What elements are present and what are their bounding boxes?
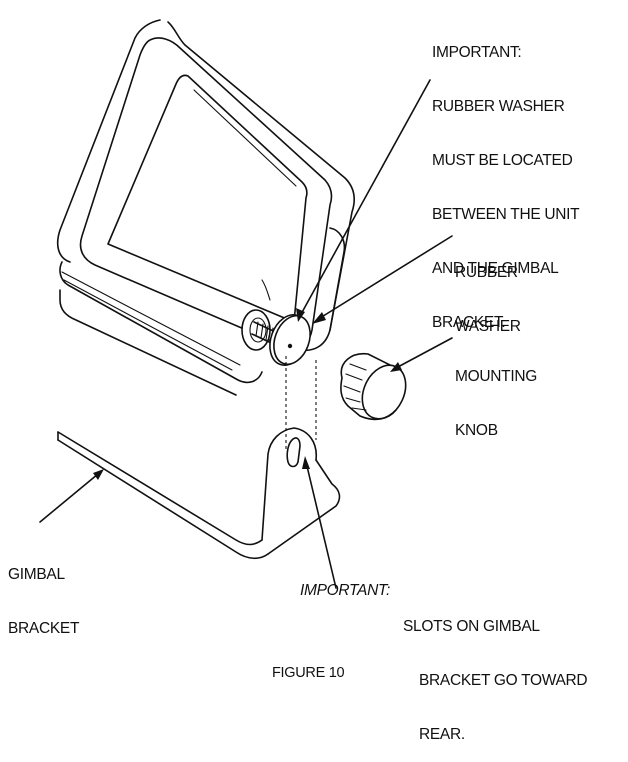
figure-caption: FIGURE 10	[272, 665, 345, 681]
note-line: REAR.	[419, 726, 465, 743]
label-line: GIMBAL	[8, 566, 65, 583]
important-note-slots: SLOTS ON GIMBAL BRACKET GO TOWARD REAR.	[403, 582, 588, 762]
note-line: SLOTS ON GIMBAL	[403, 618, 540, 635]
gimbal-bracket-label: GIMBAL BRACKET	[8, 530, 79, 656]
label-line: WASHER	[455, 318, 521, 335]
note-line: MUST BE LOCATED	[432, 152, 573, 169]
gimbal-bracket-part	[57, 427, 341, 560]
note-line: BETWEEN THE UNIT	[432, 206, 580, 223]
note-line: BRACKET GO TOWARD	[419, 672, 588, 689]
rubber-washer-part	[269, 314, 311, 366]
note-line: AND THE GIMBAL	[432, 260, 559, 277]
rubber-washer-label: RUBBER WASHER	[455, 228, 521, 354]
alignment-lines	[285, 356, 317, 452]
important-prefix: IMPORTANT:	[300, 582, 391, 599]
mounting-diagram	[39, 19, 453, 589]
note-line: BRACKET.	[432, 314, 506, 331]
label-line: KNOB	[455, 422, 498, 439]
note-line: RUBBER WASHER	[432, 98, 565, 115]
label-line: RUBBER	[455, 264, 518, 281]
important-note-washer: IMPORTANT: RUBBER WASHER MUST BE LOCATED…	[432, 8, 580, 350]
note-line: IMPORTANT:	[432, 44, 522, 61]
label-line: BRACKET	[8, 620, 80, 637]
mounting-knob-label: MOUNTING KNOB	[455, 332, 537, 458]
label-line: MOUNTING	[455, 368, 537, 385]
leader-arrows	[39, 79, 453, 589]
